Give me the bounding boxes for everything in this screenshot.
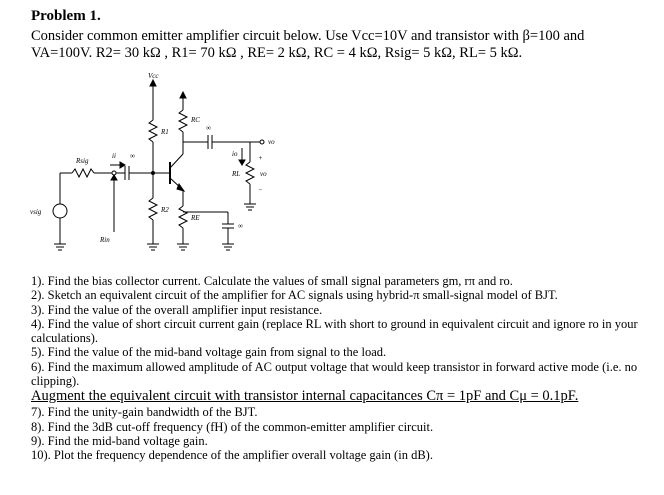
question-item: 8). Find the 3dB cut-off frequency (fH) …: [31, 419, 434, 434]
question-item: 7). Find the unity-gain bandwidth of the…: [31, 405, 258, 420]
label-rl: RL: [231, 170, 240, 178]
label-ii: ii: [112, 152, 116, 160]
label-r1: R1: [160, 128, 169, 136]
question-item: 1). Find the bias collector current. Cal…: [31, 274, 513, 288]
vcc-arrow-left: [149, 78, 157, 87]
label-vsig: vsig: [30, 208, 42, 216]
question-item: 10). Plot the frequency dependence of th…: [31, 448, 433, 463]
label-plus: +: [258, 154, 263, 162]
label-inf-input-cap: ∞: [130, 152, 135, 160]
vsig-source: [52, 203, 68, 219]
augment-instruction: Augment the equivalent circuit with tran…: [31, 388, 579, 405]
intro-line-2: VA=100V. R2= 30 kΩ , R1= 70 kΩ , RE= 2 k…: [31, 45, 523, 61]
question-list: 1). Find the bias collector current. Cal…: [31, 274, 659, 463]
r2-resistor: [147, 197, 159, 221]
rc-resistor: [177, 109, 189, 133]
re-resistor: [177, 205, 189, 229]
question-item: 5). Find the value of the mid-band volta…: [31, 345, 387, 360]
question-item: 3). Find the value of the overall amplif…: [31, 302, 323, 317]
question-item: 9). Find the mid-band voltage gain.: [31, 433, 208, 448]
label-inf-bypass-cap: ∞: [238, 222, 243, 230]
bjt-emitter-arrow: [176, 182, 186, 192]
label-minus: −: [258, 186, 263, 194]
r1-resistor: [147, 119, 159, 143]
question-item: 4). Find the value of short circuit curr…: [31, 316, 638, 346]
bjt-collector: [169, 153, 184, 169]
label-vo-terminal: vo: [268, 138, 275, 146]
label-rin: Rin: [99, 236, 110, 244]
output-terminal: [259, 139, 265, 145]
question-item: 6). Find the maximum allowed amplitude o…: [31, 359, 638, 389]
problem-title: Problem 1.: [31, 8, 101, 24]
label-vcc: Vcc: [148, 72, 159, 80]
label-inf-output-cap: ∞: [206, 124, 211, 132]
intro-line-1: Consider common emitter amplifier circui…: [31, 28, 585, 44]
label-io: io: [232, 150, 238, 158]
vcc-arrow-right: [179, 90, 187, 99]
label-vo-load: vo: [260, 170, 267, 178]
amplifier-circuit-diagram: Vcc R1 R2 RC RE RL Rsig Rin vsig vo vo i…: [30, 72, 275, 251]
label-rc: RC: [190, 116, 200, 124]
rsig-resistor: [71, 167, 95, 179]
problem-intro: Consider common emitter amplifier circui…: [31, 28, 659, 62]
question-item: 2). Sketch an equivalent circuit of the …: [31, 288, 558, 303]
rl-resistor: [244, 161, 256, 185]
label-r2: R2: [160, 206, 169, 214]
label-rsig: Rsig: [75, 157, 89, 165]
label-re: RE: [190, 214, 200, 222]
